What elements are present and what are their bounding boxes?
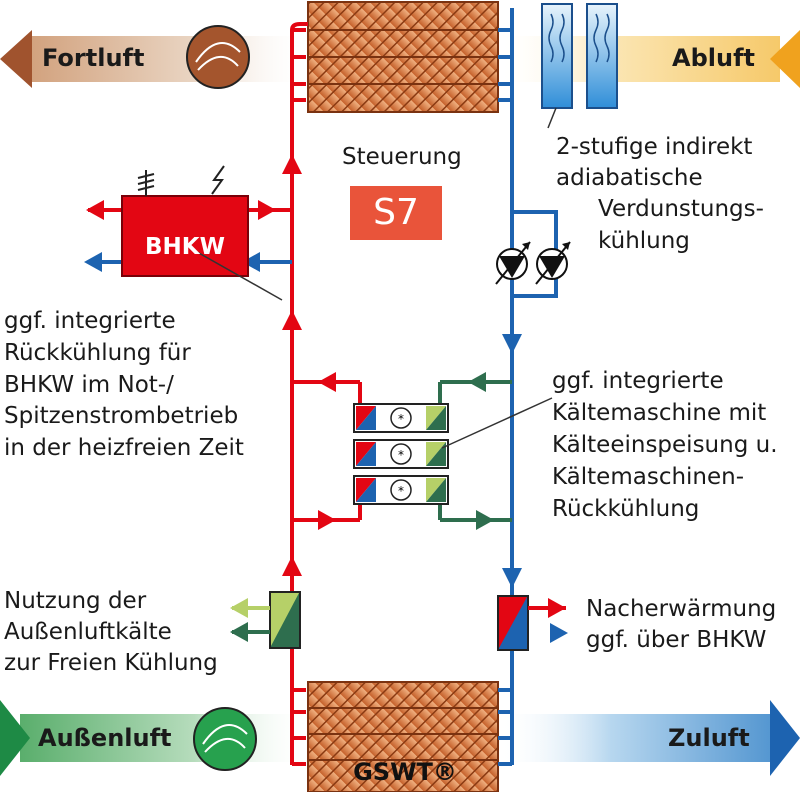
supply-heat-recovery-coil bbox=[307, 681, 499, 792]
bhkw-unit bbox=[121, 165, 249, 277]
svg-text:*: * bbox=[398, 448, 404, 462]
chiller-note-line: Kältemaschinen- bbox=[552, 464, 745, 490]
bhkw-cooling-note-line: BHKW im Not-/ bbox=[4, 372, 174, 398]
s7-badge-box bbox=[350, 186, 442, 240]
chiller-note-line: ggf. integrierte bbox=[552, 368, 724, 394]
free-cooling-note-line: Außenluftkälte bbox=[4, 619, 172, 645]
adiabatic-note-line: 2-stufige indirekt bbox=[556, 134, 753, 160]
chiller-unit: * bbox=[353, 439, 449, 469]
chiller-note-line: Kältemaschine mit bbox=[552, 400, 767, 426]
free-cooling-note-line: zur Freien Kühlung bbox=[4, 650, 218, 676]
chiller-pipe-network bbox=[438, 380, 512, 522]
zuluft-label: Zuluft bbox=[668, 724, 750, 752]
blue-flow-arrows bbox=[84, 252, 568, 643]
adiabatic-pad-2 bbox=[586, 3, 618, 109]
free-cooling-exchanger bbox=[230, 591, 301, 649]
free-cooling-note-line: Nutzung der bbox=[4, 588, 147, 614]
supply-fan-icon bbox=[193, 707, 257, 771]
leader-line bbox=[189, 247, 283, 301]
chiller-note-line: Rückkühlung bbox=[552, 496, 700, 522]
adiabatic-pad-1 bbox=[541, 3, 573, 109]
pump-icon bbox=[535, 241, 571, 285]
reheat-note-line: Nacherwärmung bbox=[586, 596, 777, 622]
chiller-note-line: Kälteeinspeisung u. bbox=[552, 432, 778, 458]
svg-text:*: * bbox=[398, 484, 404, 498]
exhaust-heat-recovery-coil bbox=[307, 1, 499, 113]
gswt-label: GSWT® bbox=[353, 758, 457, 786]
aussenluft-arrow bbox=[0, 700, 310, 776]
chiller-flow-arrows bbox=[468, 372, 494, 530]
adiabatic-note-line: adiabatische bbox=[556, 165, 703, 191]
bhkw-cooling-note-line: in der heizfreien Zeit bbox=[4, 435, 244, 461]
reheat-note-line: ggf. über BHKW bbox=[586, 627, 767, 653]
pump-icon bbox=[495, 241, 531, 285]
bhkw-cooling-note-line: Spitzenstrombetrieb bbox=[4, 403, 239, 429]
svg-text:*: * bbox=[398, 412, 404, 426]
fortluft-label: Fortluft bbox=[42, 44, 145, 72]
adiabatic-note-line: kühlung bbox=[598, 228, 690, 254]
zuluft-arrow bbox=[498, 700, 800, 776]
aussenluft-label: Außenluft bbox=[38, 724, 172, 752]
fortluft-arrow bbox=[0, 30, 310, 88]
bhkw-cooling-note-line: ggf. integrierte bbox=[4, 308, 176, 334]
chiller-unit: * bbox=[353, 475, 449, 505]
adiabatic-note-line: Verdunstungs- bbox=[598, 196, 764, 222]
control-caption: Steuerung bbox=[342, 144, 462, 170]
leader-line bbox=[441, 397, 553, 449]
chiller-unit: * bbox=[353, 403, 449, 433]
exhaust-fan-icon bbox=[186, 25, 250, 89]
leader-line bbox=[547, 107, 557, 129]
red-flow-arrows bbox=[86, 154, 336, 576]
bhkw-cooling-note-line: Rückkühlung für bbox=[4, 340, 191, 366]
bhkw-label: BHKW bbox=[145, 234, 225, 260]
abluft-label: Abluft bbox=[672, 44, 755, 72]
reheat-exchanger bbox=[497, 595, 566, 651]
s7-badge: S7 bbox=[373, 192, 419, 233]
